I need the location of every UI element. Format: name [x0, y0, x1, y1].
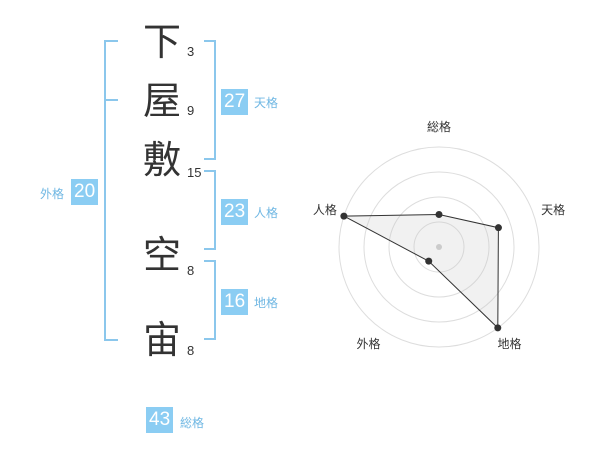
stroke-count-1: 3: [187, 44, 195, 59]
tenkaku-badge: 27: [221, 89, 249, 115]
gaikaku-badge: 20: [71, 179, 99, 205]
radar-point-4: [425, 257, 433, 265]
radar-point-3: [494, 324, 502, 332]
name-char-3: 敷: [142, 138, 181, 182]
stroke-count-4: 8: [187, 263, 195, 278]
gaikaku-bracket: [104, 40, 118, 341]
radar-axis-label-2: 天格: [541, 202, 565, 217]
tenkaku-bracket: [204, 40, 216, 160]
radar-ring: [338, 146, 540, 348]
chikaku-bracket: [204, 260, 216, 340]
gaikaku-bracket-tick: [104, 99, 118, 101]
soukaku-label: 総格: [180, 416, 205, 430]
radar-axis-label-4: 外格: [356, 336, 380, 351]
radar-ring: [413, 221, 465, 273]
name-char-4: 空: [142, 233, 181, 277]
name-char-2: 屋: [142, 79, 181, 123]
chikaku-badge: 16: [221, 289, 249, 315]
gaikaku-label: 外格: [40, 187, 65, 201]
chikaku-label: 地格: [254, 296, 279, 310]
radar-ring: [388, 196, 490, 298]
radar-data: [340, 211, 502, 332]
radar-series-polygon: [341, 213, 499, 330]
radar-ring: [363, 171, 515, 323]
jinkaku-bracket: [204, 170, 216, 250]
radar-center-dot: [436, 244, 442, 250]
radar-point-5: [340, 212, 348, 220]
name-char-1: 下: [142, 20, 181, 64]
jinkaku-label: 人格: [254, 206, 279, 220]
soukaku-badge: 43: [146, 407, 174, 433]
radar-point-2: [494, 224, 502, 232]
radar-point-1: [435, 211, 443, 218]
radar-grid: [338, 146, 540, 348]
radar-axis-label-3: 地格: [497, 336, 521, 351]
stroke-count-5: 8: [187, 343, 195, 358]
tenkaku-label: 天格: [254, 96, 279, 110]
stroke-count-2: 9: [187, 103, 195, 118]
stroke-count-3: 15: [187, 165, 202, 180]
name-char-5: 宙: [142, 318, 181, 362]
radar-axis-label-5: 人格: [313, 202, 337, 217]
radar-axis-label-1: 総格: [427, 119, 451, 134]
jinkaku-badge: 23: [221, 199, 249, 225]
